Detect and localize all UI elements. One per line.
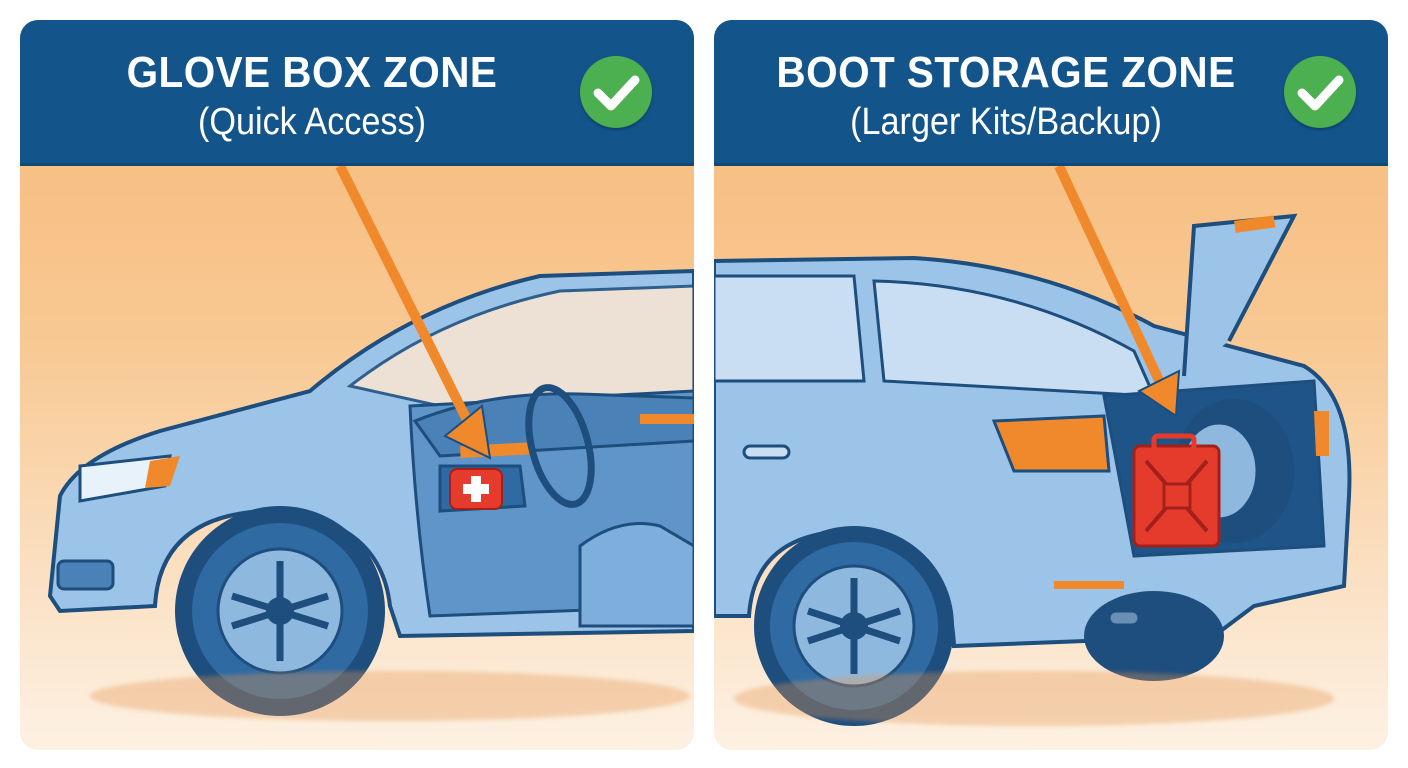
jerry-can-icon bbox=[1132, 433, 1221, 548]
checkmark-icon bbox=[1284, 56, 1356, 128]
panel-header: BOOT STORAGE ZONE (Larger Kits/Backup) bbox=[714, 20, 1388, 166]
boot-storage-illustration bbox=[714, 163, 1388, 750]
panel-subtitle: (Quick Access) bbox=[197, 101, 427, 143]
car-front-icon bbox=[47, 163, 694, 716]
glove-box-illustration bbox=[20, 163, 694, 750]
boot-storage-zone-panel: BOOT STORAGE ZONE (Larger Kits/Backup) bbox=[714, 20, 1388, 750]
panel-title: GLOVE BOX ZONE bbox=[126, 48, 498, 97]
glove-box-zone-panel: GLOVE BOX ZONE (Quick Access) bbox=[20, 20, 694, 750]
panel-title: BOOT STORAGE ZONE bbox=[776, 48, 1236, 97]
arrow-icon bbox=[1054, 163, 1181, 418]
car-rear-icon bbox=[714, 163, 1352, 726]
panel-header: GLOVE BOX ZONE (Quick Access) bbox=[20, 20, 694, 166]
checkmark-icon bbox=[580, 56, 652, 128]
panel-subtitle: (Larger Kits/Backup) bbox=[850, 101, 1162, 143]
first-aid-kit-icon bbox=[449, 468, 503, 510]
arrow-icon bbox=[335, 163, 492, 460]
